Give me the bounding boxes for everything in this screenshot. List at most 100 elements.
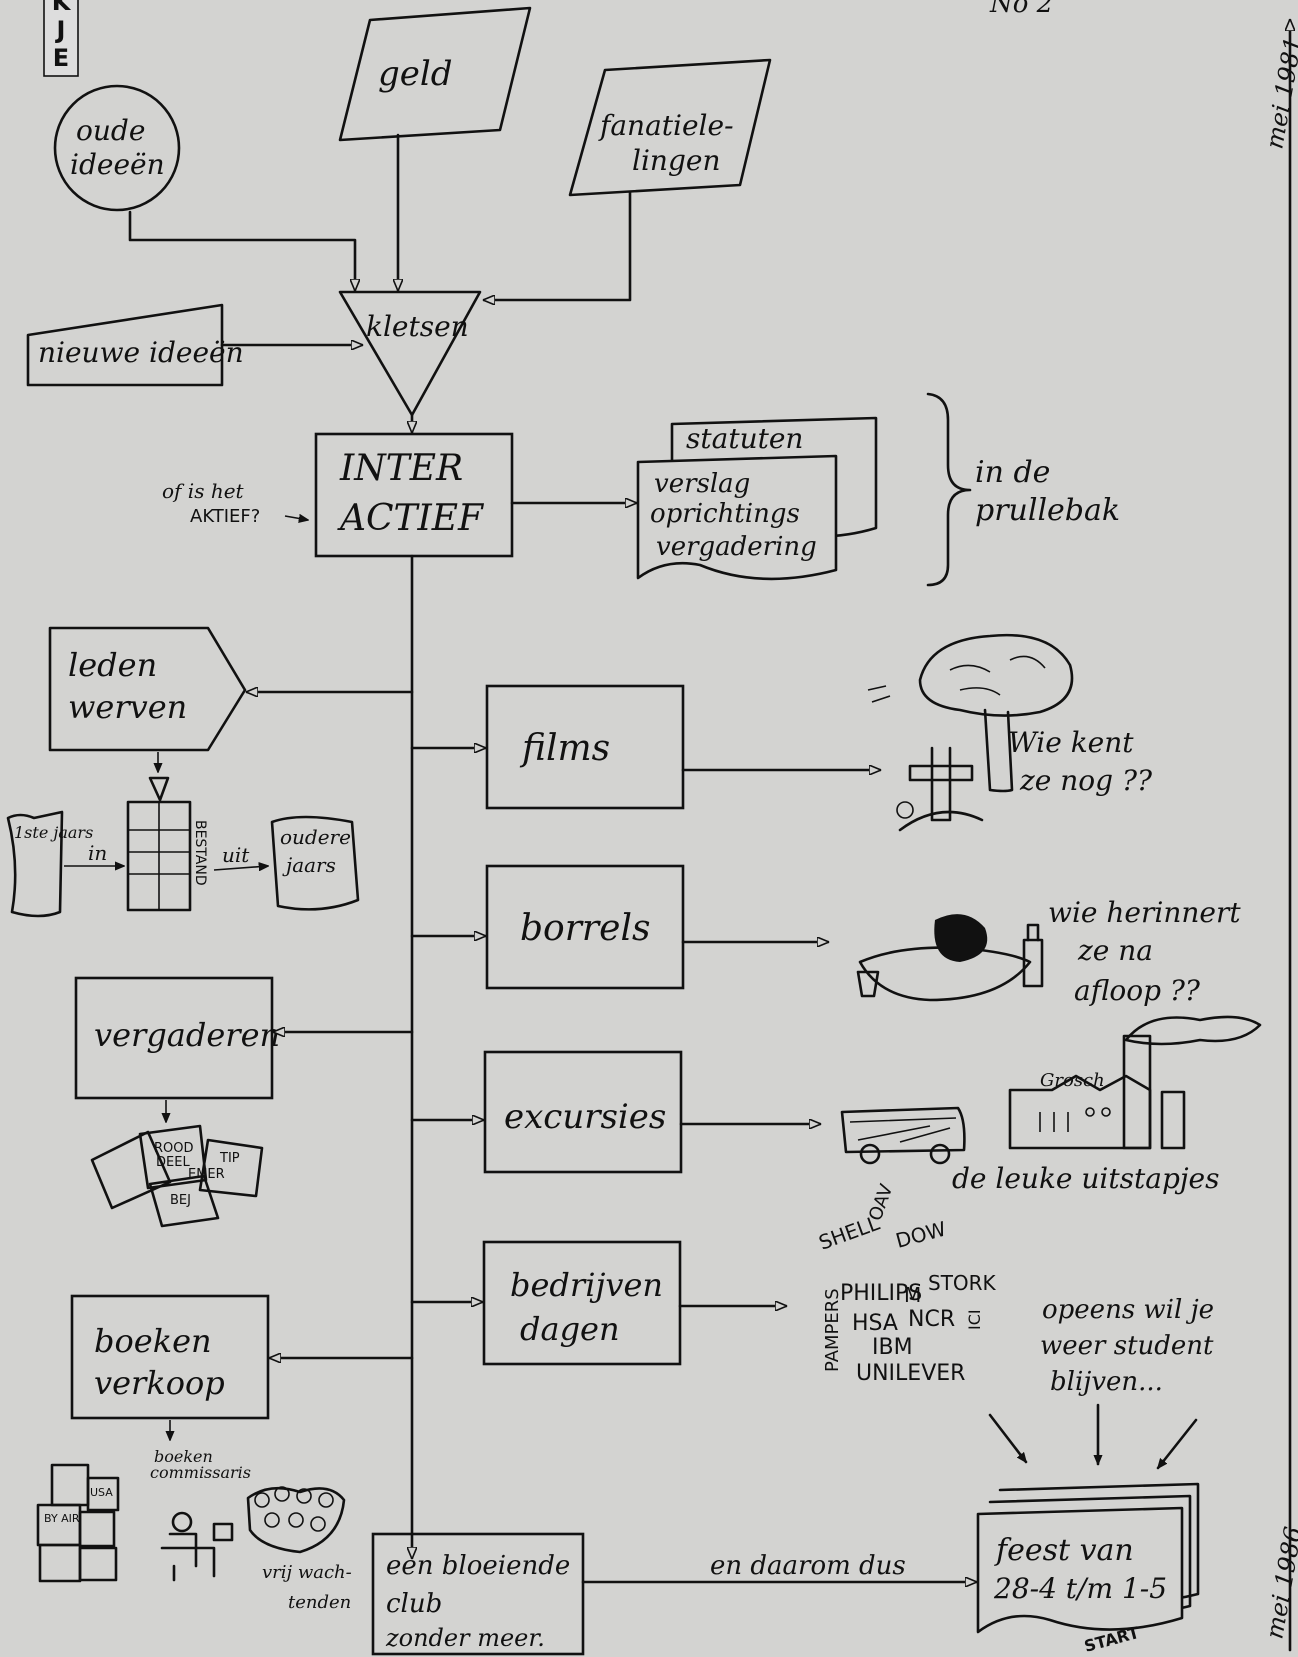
committee-label-1: boeken [154, 1447, 213, 1466]
in-label: in [88, 841, 107, 865]
report-document [636, 454, 838, 581]
old-ideas-circle [53, 84, 181, 212]
meeting-papers-sketch: ROOD DEEL TIP EMER BEJ [90, 1124, 264, 1228]
books-label-1: boeken [94, 1322, 212, 1360]
books-box [70, 1294, 270, 1420]
converge-arrow-1 [988, 1413, 1028, 1462]
company-name-11: M [904, 1283, 921, 1307]
report-label-1: verslag [654, 469, 750, 499]
recruit-label-2: werven [68, 688, 187, 726]
drinks-result-3: afloop ?? [1074, 974, 1201, 1007]
company-name-3: DOW [893, 1216, 949, 1252]
money-label: geld [378, 54, 453, 94]
committee-label-2: commissaris [150, 1463, 251, 1482]
bestand-label: BESTAND [192, 820, 208, 886]
factory-sign: Grosch [1040, 1070, 1105, 1091]
converge-arrow-3 [1156, 1418, 1198, 1468]
paper-label-5: BEJ [170, 1193, 191, 1208]
process-note-2: AKTIEF? [190, 506, 260, 527]
grave-tree-sketch [867, 633, 1074, 832]
club-label-1: een bloeiende [386, 1551, 570, 1581]
club-label-3: zonder meer. [385, 1624, 545, 1652]
company-name-8: IBM [872, 1335, 913, 1360]
excursions-box [483, 1050, 683, 1174]
logo-letter-e: E [53, 44, 69, 72]
merge-triangle [338, 290, 482, 417]
recruit-label-1: leden [68, 646, 157, 684]
company-name-7: NCR [908, 1307, 955, 1332]
statutes-label: statuten [686, 422, 803, 455]
old-ideas-label-2: ideeën [70, 148, 165, 181]
money-parallelogram [338, 6, 532, 142]
company-days-label-2: dagen [520, 1310, 620, 1348]
bus-factory-sketch: Grosch [840, 1015, 1262, 1165]
older-years-label-2: jaars [282, 853, 336, 877]
member-file-sketch: 1ste jaars in BESTAND uit oudere jaars [6, 776, 360, 918]
arrow-label: en daarom dus [710, 1551, 906, 1581]
arrow-fanatics [482, 190, 632, 300]
kje-logo: K J E [43, 0, 79, 77]
arrow-out [213, 866, 268, 870]
club-box [371, 1532, 585, 1656]
films-result-2: ze nog ?? [1019, 764, 1153, 797]
student-note-2: weer student [1040, 1331, 1214, 1361]
crate-label-1: BY AIR [44, 1512, 80, 1525]
process-label-1: INTER [339, 448, 463, 489]
company-days-label-1: bedrijven [510, 1266, 663, 1304]
party-document [976, 1506, 1184, 1634]
company-name-12: ICI [965, 1309, 984, 1330]
excursions-label: excursies [504, 1097, 666, 1137]
issue-label: No 2 [989, 0, 1053, 19]
club-label-2: club [386, 1589, 442, 1619]
drinks-result-2: ze na [1077, 934, 1153, 967]
old-ideas-label-1: oude [76, 114, 145, 147]
waiting-label-2: tenden [288, 1592, 351, 1613]
company-days-box [482, 1240, 682, 1366]
logo-letter-j: J [55, 16, 66, 44]
meetings-box [74, 976, 274, 1100]
company-name-10: PAMPERS [822, 1288, 843, 1372]
bin-label-2: prullebak [975, 493, 1120, 528]
excursions-result: de leuke uitstapjes [952, 1162, 1220, 1195]
drinks-box [485, 864, 685, 990]
new-ideas-label: nieuwe ideeën [38, 336, 244, 369]
process-box [314, 432, 514, 558]
date-top: mei 1981 [1260, 35, 1298, 151]
report-label-2: oprichtings [650, 499, 800, 529]
films-result-1: Wie kent [1008, 726, 1134, 759]
waiting-label-1: vrij wach- [262, 1562, 352, 1583]
logo-letter-k: K [52, 0, 72, 16]
company-name-6: HSA [852, 1311, 898, 1336]
first-years-scroll [6, 810, 64, 918]
process-label-2: ACTIEF [337, 498, 485, 539]
paper-label-4: EMER [188, 1167, 225, 1182]
bin-bracket [926, 392, 972, 587]
company-name-9: UNILEVER [856, 1361, 965, 1386]
drinks-result-1: wie herinnert [1048, 896, 1241, 929]
company-name-2: OAV [865, 1181, 898, 1224]
books-sketch: BY AIR USA vrij wach- tenden [36, 1463, 352, 1613]
drinks-label: borrels [520, 908, 650, 949]
paper-label-3: TIP [219, 1151, 240, 1166]
older-years-scroll [270, 815, 360, 911]
report-label-3: vergadering [656, 532, 817, 562]
date-bottom: mei 1986 [1260, 1525, 1298, 1641]
note-arrow [284, 516, 308, 520]
fanatics-label-2: lingen [632, 144, 720, 177]
older-years-label-1: oudere [280, 825, 351, 849]
file-top-ornament [148, 776, 170, 802]
first-years-label: 1ste jaars [14, 823, 93, 842]
bin-label-1: in de [975, 455, 1050, 490]
recruit-members-shape [48, 626, 247, 752]
films-label: films [519, 728, 610, 769]
films-box [485, 684, 685, 810]
merge-label: kletsen [366, 310, 469, 343]
process-note-1: of is het [162, 479, 245, 503]
arrow-old-ideas [128, 210, 355, 292]
company-name-5: STORK [928, 1271, 997, 1295]
fanatics-parallelogram [568, 58, 772, 197]
fanatics-label-1: fanatiele- [598, 109, 734, 142]
new-ideas-shape [26, 303, 224, 387]
drunk-sketch [856, 914, 1044, 1002]
